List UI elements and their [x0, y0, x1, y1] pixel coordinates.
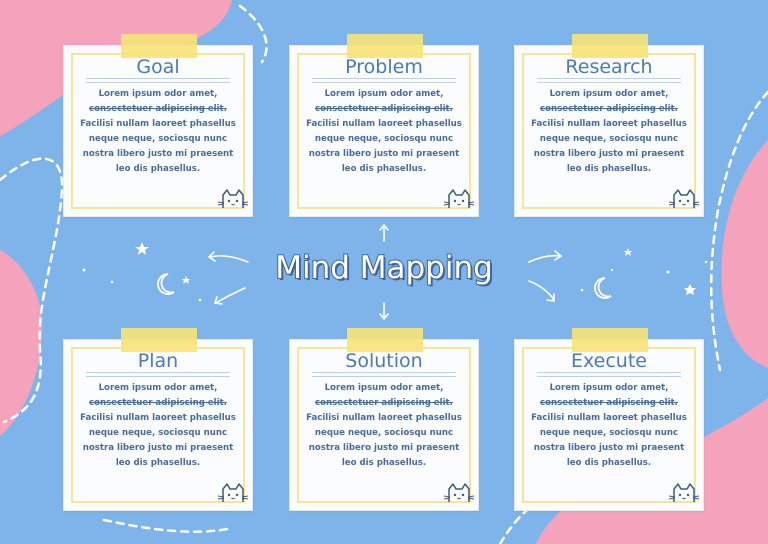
card-text-line: neque neque, sociosqu nunc — [539, 428, 679, 438]
tape — [347, 34, 423, 58]
card-text-line: Facilisi nullam laoreet phasellus — [306, 413, 462, 423]
star-icon — [182, 276, 190, 284]
title-rule — [312, 372, 456, 373]
pink-blob-right — [721, 140, 768, 368]
title-rule — [537, 372, 681, 373]
card-text-line: consectetuer adipiscing elit. — [315, 104, 453, 114]
title-rule — [312, 82, 456, 83]
card-text-line: Facilisi nullam laoreet phasellus — [306, 119, 462, 129]
dashed-line-left — [0, 157, 64, 424]
title-rule — [312, 376, 456, 377]
title-rule — [86, 78, 230, 79]
moon-icon — [594, 277, 612, 299]
title-rule — [537, 78, 681, 79]
card-body: Lorem ipsum odor amet, consectetuer adip… — [72, 87, 244, 177]
arrow-icon — [528, 250, 563, 263]
card-text-line: neque neque, sociosqu nunc — [539, 134, 679, 144]
tape — [572, 34, 648, 58]
card-text-line: consectetuer adipiscing elit. — [89, 398, 227, 408]
cat-face-icon — [218, 483, 248, 502]
tape — [347, 328, 423, 352]
title-rule — [86, 82, 230, 83]
title-rule — [86, 376, 230, 377]
card-title: Solution — [345, 350, 423, 372]
star-icon — [684, 284, 696, 295]
card-text-line: Lorem ipsum odor amet, — [549, 89, 669, 99]
card-text-line: neque neque, sociosqu nunc — [314, 428, 454, 438]
card-text-line: Lorem ipsum odor amet, — [549, 383, 669, 393]
card-title: Execute — [571, 350, 647, 372]
card-text-line: Facilisi nullam laoreet phasellus — [80, 413, 236, 423]
arrow-icon — [213, 287, 246, 305]
card-body: Lorem ipsum odor amet, consectetuer adip… — [298, 381, 470, 471]
cat-face-icon — [218, 189, 248, 208]
card-text-line: nostra libero justo mi praesent — [533, 443, 685, 453]
tape — [121, 328, 197, 352]
card-text-line: nostra libero justo mi praesent — [82, 443, 234, 453]
card-plan: Plan Lorem ipsum odor amet, consectetuer… — [63, 328, 253, 511]
card-text-line: neque neque, sociosqu nunc — [88, 428, 228, 438]
tape — [121, 34, 197, 58]
card-text-line: Facilisi nullam laoreet phasellus — [80, 119, 236, 129]
card-text-line: consectetuer adipiscing elit. — [89, 104, 227, 114]
star-icon — [624, 248, 632, 256]
cat-face-icon — [444, 483, 474, 502]
card-text-line: nostra libero justo mi praesent — [533, 149, 685, 159]
dashed-line-top — [238, 4, 268, 64]
card-text-line: Lorem ipsum odor amet, — [324, 383, 444, 393]
card-text-line: neque neque, sociosqu nunc — [88, 134, 228, 144]
arrow-icon — [528, 280, 555, 302]
card-body: Lorem ipsum odor amet, consectetuer adip… — [72, 381, 244, 471]
card-text-line: neque neque, sociosqu nunc — [314, 134, 454, 144]
card-text-line: Lorem ipsum odor amet, — [98, 89, 218, 99]
card-body: Lorem ipsum odor amet, consectetuer adip… — [298, 87, 470, 177]
title-rule — [312, 78, 456, 79]
dashed-line-bottom-left — [102, 518, 234, 533]
arrow-icon — [207, 251, 249, 263]
moon-icon — [157, 273, 175, 295]
card-body: Lorem ipsum odor amet, consectetuer adip… — [523, 87, 695, 177]
card-problem: Problem Lorem ipsum odor amet, consectet… — [289, 34, 479, 217]
title-rule — [537, 82, 681, 83]
title-rule — [537, 376, 681, 377]
cat-face-icon — [444, 189, 474, 208]
card-title: Problem — [345, 56, 423, 78]
arrow-icon — [379, 223, 389, 242]
card-text-line: leo dis phasellus. — [566, 164, 652, 174]
card-body: Lorem ipsum odor amet, consectetuer adip… — [523, 381, 695, 471]
cat-face-icon — [669, 189, 699, 208]
card-title: Research — [565, 56, 653, 78]
card-text-line: leo dis phasellus. — [566, 458, 652, 468]
card-text-line: nostra libero justo mi praesent — [308, 149, 460, 159]
card-title: Goal — [136, 56, 180, 78]
card-text-line: nostra libero justo mi praesent — [308, 443, 460, 453]
card-goal: Goal Lorem ipsum odor amet, consectetuer… — [63, 34, 253, 217]
card-text-line: leo dis phasellus. — [341, 458, 427, 468]
dashed-line-right — [709, 90, 768, 372]
card-research: Research Lorem ipsum odor amet, consecte… — [514, 34, 704, 217]
card-text-line: leo dis phasellus. — [115, 458, 201, 468]
card-title: Plan — [137, 350, 179, 372]
star-icon — [135, 242, 149, 255]
cat-face-icon — [669, 483, 699, 502]
card-text-line: consectetuer adipiscing elit. — [315, 398, 453, 408]
card-text-line: Lorem ipsum odor amet, — [324, 89, 444, 99]
tape — [572, 328, 648, 352]
card-execute: Execute Lorem ipsum odor amet, consectet… — [514, 328, 704, 511]
card-text-line: Facilisi nullam laoreet phasellus — [531, 119, 687, 129]
card-text-line: Facilisi nullam laoreet phasellus — [531, 413, 687, 423]
pink-blob-left — [0, 250, 43, 436]
mind-map-title: Mind Mapping — [274, 249, 494, 287]
card-text-line: consectetuer adipiscing elit. — [540, 104, 678, 114]
card-text-line: leo dis phasellus. — [115, 164, 201, 174]
title-rule — [86, 372, 230, 373]
card-solution: Solution Lorem ipsum odor amet, consecte… — [289, 328, 479, 511]
card-text-line: Lorem ipsum odor amet, — [98, 383, 218, 393]
card-text-line: leo dis phasellus. — [341, 164, 427, 174]
arrow-icon — [379, 302, 389, 321]
card-text-line: consectetuer adipiscing elit. — [540, 398, 678, 408]
card-text-line: nostra libero justo mi praesent — [82, 149, 234, 159]
